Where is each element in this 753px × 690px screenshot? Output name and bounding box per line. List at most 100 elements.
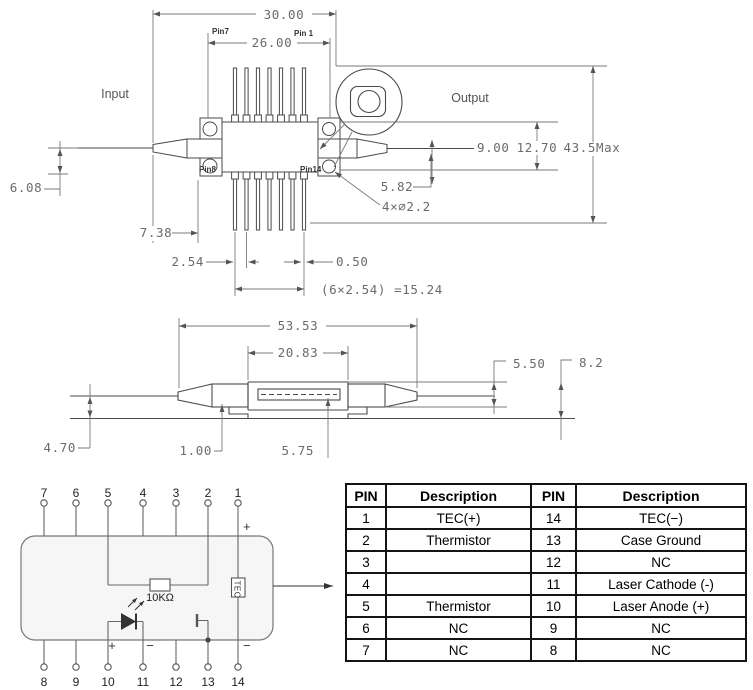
pin-table: PIN Description PIN Description 1 TEC(+)… [345,483,747,662]
pin-cell: 9 [530,616,577,640]
schematic-pin-number: 11 [137,675,150,689]
schematic-pin-number: 5 [105,486,112,500]
pin-cell: 7 [345,638,387,662]
pin-cell: 1 [345,506,387,530]
hole-detail-callout [319,68,403,168]
pin-cell: 3 [345,550,387,574]
desc-cell: Thermistor [385,528,532,552]
schematic-pin-number: 13 [201,675,215,689]
pin8-label: Pin8 [199,165,216,174]
pin1-callout-label: Pin 1 [294,29,314,38]
dim-5-82: 5.82 [381,154,434,194]
tec-minus-sign: − [243,638,251,653]
pin-header: PIN [530,483,577,508]
mount-hole-top-left [202,121,218,137]
desc-cell: NC [575,616,747,640]
dim-text-8-2: 8.2 [579,355,603,370]
dim-5-75: 5.75 [281,398,331,458]
input-fiber-boot [78,138,223,159]
desc-cell: Thermistor [385,594,532,618]
desc-cell: Laser Anode (+) [575,594,747,618]
dim-20-83: 20.83 [247,345,349,380]
table-row: 5 Thermistor 10 Laser Anode (+) [345,594,747,618]
description-header: Description [385,483,532,508]
input-label: Input [101,87,129,101]
pin-cell: 5 [345,594,387,618]
desc-cell: NC [575,550,747,574]
top-view-drawing: 30.00 26.00 Pin7 Pin 1 Input Output Pin8… [10,7,624,297]
schematic-package-body [20,535,274,641]
output-fiber-boot [339,138,474,159]
dim-43-5max: 43.5Max [310,65,624,224]
note-holes: 4×∅2.2 [334,171,430,214]
schematic-pin-number: 12 [169,675,183,689]
mount-hole-top-right [322,122,336,136]
dim-53-53: 53.53 [178,318,418,388]
pin-cell: 14 [530,506,577,530]
dim-5-50: 5.50 [348,356,546,414]
laser-plus-sign: + [108,638,116,653]
dim-0-50: 0.50 [284,232,369,296]
dim-text-2-54: 2.54 [171,254,204,269]
pin7-callout-label: Pin7 [212,27,229,36]
dim-26-00: 26.00 Pin7 Pin 1 [207,27,331,118]
dim-9-00: 9.00 [429,140,509,184]
pin-cell: 10 [530,594,577,618]
resistor-value-label: 10KΩ [146,592,174,604]
schematic-pin-number: 7 [41,486,48,500]
laser-minus-sign: − [146,638,154,653]
table-row: 4 11 Laser Cathode (-) [345,572,747,596]
pin-cell: 12 [530,550,577,574]
dim-text-12-70: 12.70 [517,140,558,155]
dim-text-5-50: 5.50 [513,356,546,371]
dim-7-38: 7.38 [140,180,199,243]
dim-text-1-00: 1.00 [179,443,212,458]
dim-4-70: 4.70 [43,384,93,455]
mount-hole-bottom-left [202,158,218,174]
schematic-pin-number: 8 [41,675,48,689]
top-pins [231,67,308,123]
schematic-pin-number: 9 [73,675,80,689]
dim-6-08: 6.08 [10,141,78,196]
desc-cell: NC [575,638,747,662]
description-header: Description [575,483,747,508]
desc-cell: Laser Cathode (-) [575,572,747,596]
emission-arrow-icon [134,600,145,611]
pin-cell: 6 [345,616,387,640]
desc-cell [385,572,532,596]
desc-cell: NC [385,616,532,640]
desc-cell [385,550,532,574]
desc-cell: Case Ground [575,528,747,552]
desc-cell: TEC(−) [575,506,747,530]
pin-cell: 8 [530,638,577,662]
schematic-pin-number: 3 [173,486,180,500]
emission-arrow-icon [127,597,138,608]
desc-cell: NC [385,638,532,662]
dim-text-5-82: 5.82 [381,179,414,194]
table-row: 7 NC 8 NC [345,638,747,662]
pin-description-table: PIN Description PIN Description 1 TEC(+)… [345,483,747,662]
dim-1-00: 1.00 [179,404,225,458]
pin-header: PIN [345,483,387,508]
dim-2-54: 2.54 [171,232,259,296]
schematic-pin-number: 6 [73,486,80,500]
bottom-pins [231,171,308,231]
laser-diode: + − [108,597,154,653]
tec-label: TEC [233,581,242,599]
case-ground-symbol [195,614,211,643]
schematic-pin-number: 1 [235,486,242,500]
dim-text-6-08: 6.08 [10,180,43,195]
table-row: 2 Thermistor 13 Case Ground [345,528,747,552]
dim-text-30-00: 30.00 [264,7,305,22]
schematic-pin-number: 14 [231,675,245,689]
pin-cell: 2 [345,528,387,552]
dim-text-0-50: 0.50 [336,254,369,269]
pin-cell: 11 [530,572,577,596]
pin-cell: 4 [345,572,387,596]
pin-cell: 13 [530,528,577,552]
dim-text-5-75: 5.75 [281,443,314,458]
desc-cell: TEC(+) [385,506,532,530]
dim-text-pin-span: (6×2.54) =15.24 [321,282,443,297]
pin14-label: Pin14 [300,165,322,174]
